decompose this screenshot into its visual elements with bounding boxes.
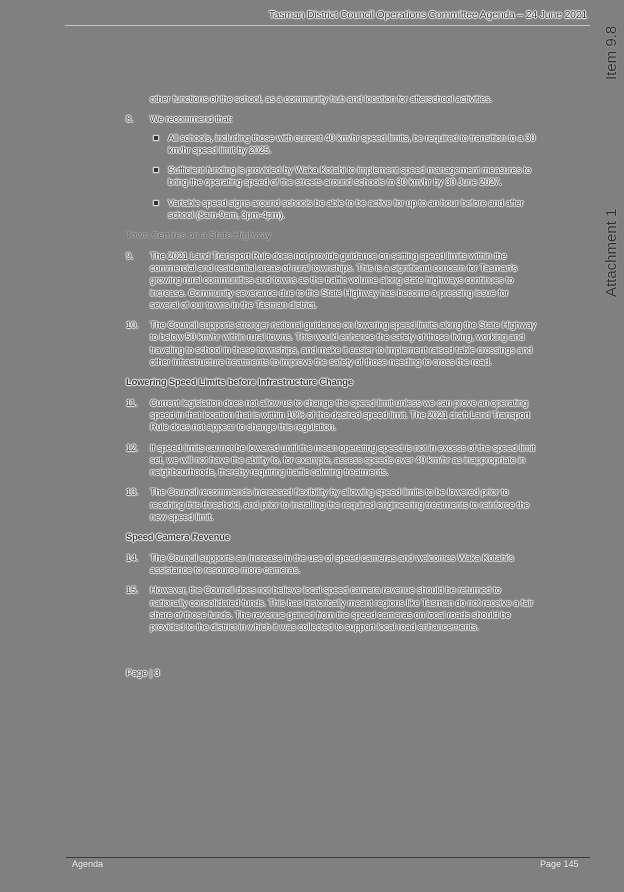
paragraph-12: 12. If speed limits cannot be lowered un… [126,442,538,479]
paragraph-number: 15. [126,585,139,596]
paragraph-text: If speed limits cannot be lowered until … [150,442,535,478]
page-header-title: Tasman District Council Operations Commi… [268,9,588,21]
paragraph-number: 8. [126,114,134,125]
paragraph-text: Current legislation does not allow us to… [150,397,530,433]
paragraph-text: However, the Council does not believe lo… [150,585,533,633]
bullet-icon [154,135,158,140]
paragraph-number: 13. [126,487,139,498]
footer-label: Agenda [72,859,104,869]
section-heading-lowering-limits: Lowering Speed Limits before Infrastruct… [126,376,353,388]
document-body: other functions of the school, as a comm… [126,93,538,680]
paragraph-10: 10. The Council supports stronger nation… [126,319,538,368]
paragraph-text: The 2021 Land Transport Rule does not pr… [150,250,518,310]
bullet-icon [154,168,158,173]
section-heading-speed-camera: Speed Camera Revenue [126,531,230,543]
header-divider [65,25,590,26]
continuation-paragraph: other functions of the school, as a comm… [150,94,492,104]
list-item: Variable speed signs around schools be a… [150,197,538,222]
footer-divider [66,857,590,858]
paragraph-number: 9. [126,250,134,261]
section-heading-town-centres: Town Centres on a State Highway [126,229,272,241]
paragraph-9: 9. The 2021 Land Transport Rule does not… [126,250,538,311]
inner-page-number: Page | 3 [126,667,160,679]
paragraph-8: 8. We recommend that: All schools, inclu… [126,113,538,221]
paragraph-text: The Council recommends increased flexibi… [150,487,530,523]
paragraph-text: The Council supports stronger national g… [150,320,537,368]
paragraph-number: 14. [126,552,139,563]
side-tab-item: Item 9.8 [603,25,620,80]
list-item: Sufficient funding is provided by Waka K… [150,164,538,189]
bullet-icon [154,200,158,205]
paragraph-text: The Council supports an increase in the … [150,552,514,575]
paragraph-15: 15. However, the Council does not believ… [126,584,538,633]
recommendation-list: All schools, including those with curren… [150,132,538,222]
footer-page-number: Page 145 [540,859,579,869]
paragraph-number: 12. [126,442,139,453]
paragraph-text: We recommend that: [150,114,233,125]
list-item: All schools, including those with curren… [150,132,538,157]
paragraph-14: 14. The Council supports an increase in … [126,552,538,577]
paragraph-number: 11. [126,397,138,408]
paragraph-13: 13. The Council recommends increased fle… [126,486,538,523]
paragraph-11: 11. Current legislation does not allow u… [126,397,538,434]
side-tab-attachment: Attachment 1 [603,208,620,297]
paragraph-number: 10. [126,320,139,331]
